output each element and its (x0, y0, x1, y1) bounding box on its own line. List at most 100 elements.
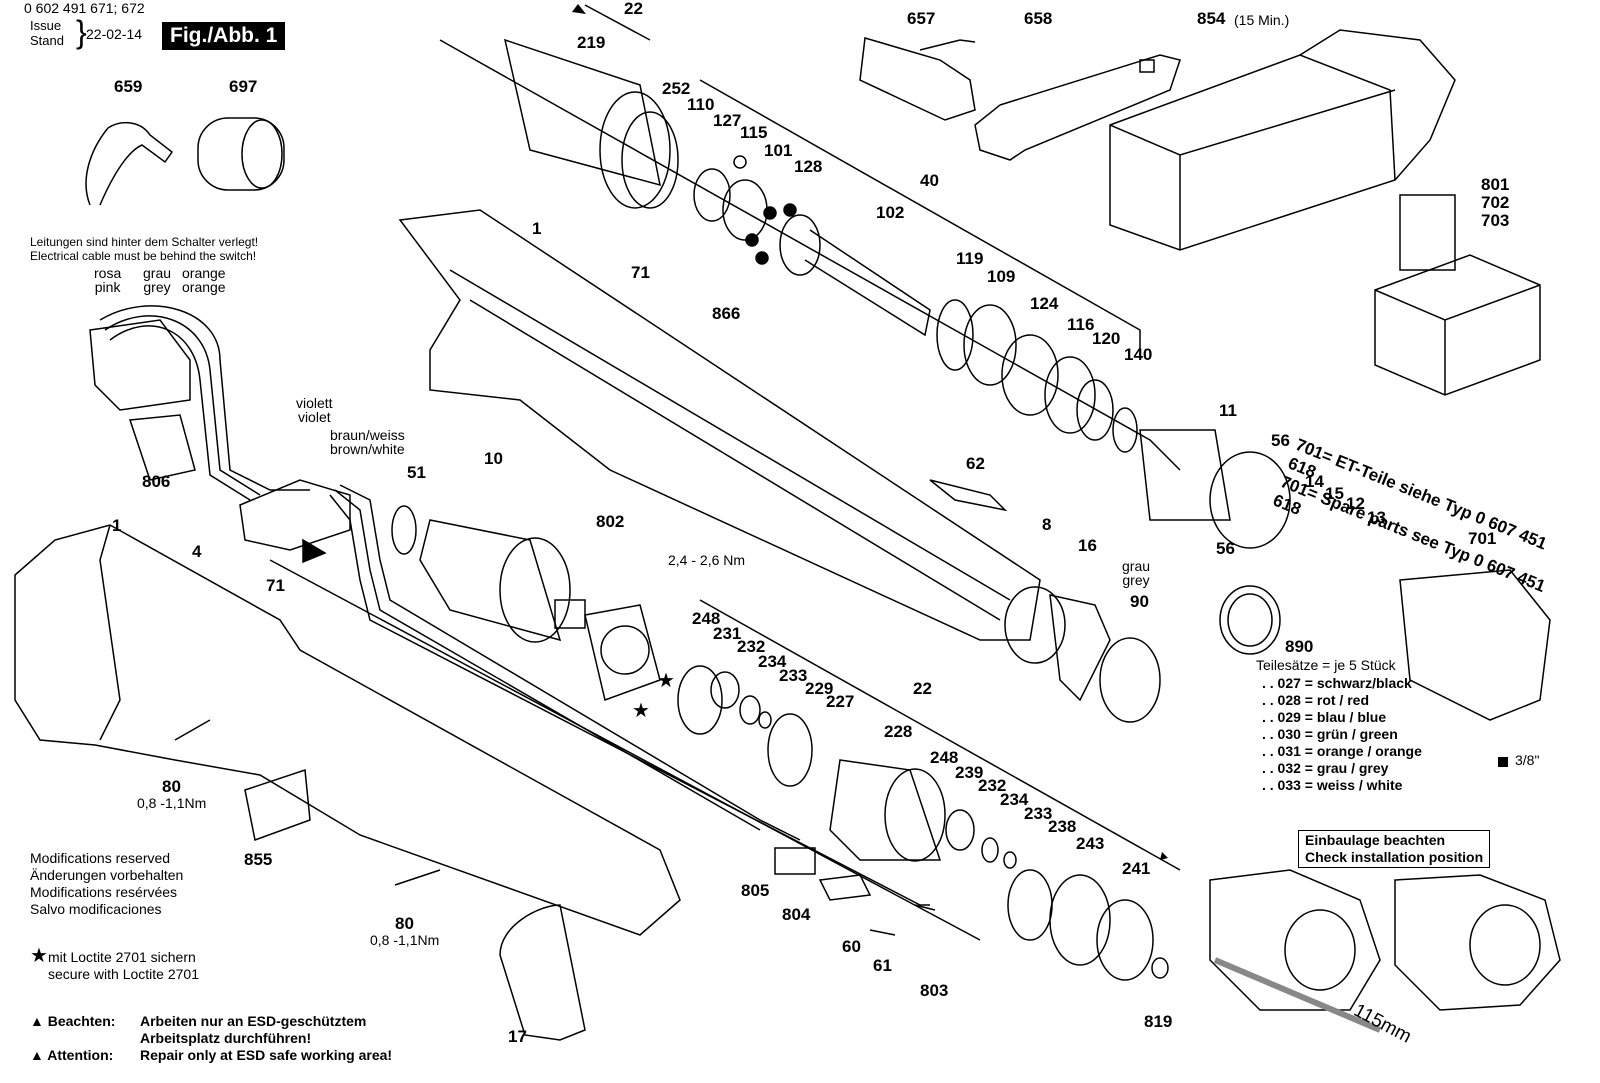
esd-en-label: Attention: (47, 1047, 114, 1063)
kit-line: . . 030 = grün / green (1262, 726, 1398, 742)
part-callout: 238 (1048, 817, 1077, 836)
wire-orange-en: orange (182, 279, 226, 295)
mods-line: Modifications reserved (30, 850, 171, 866)
wire-rosa: rosa (94, 265, 122, 281)
part-callout: 109 (987, 267, 1016, 286)
issue-date: 22-02-14 (86, 26, 143, 42)
part-callout: 802 (596, 512, 625, 531)
part-callout: 128 (794, 157, 823, 176)
document-code: 0 602 491 671; 672 (24, 0, 145, 16)
wire-grau: grau (143, 265, 172, 281)
part-callout: 697 (229, 77, 258, 96)
part-callout: 8 (1042, 515, 1052, 534)
part-callout: 232 (737, 637, 766, 656)
part-callout: 13 (1367, 508, 1386, 527)
part-callout: 17 (508, 1027, 527, 1046)
loctite-note: ★mit Loctite 2701 sichern secure with Lo… (30, 946, 199, 983)
esd-de-2: Arbeitsplatz durchführen! (140, 1030, 312, 1046)
part-callout: 819 (1144, 1012, 1173, 1031)
wire-pink: pink (94, 279, 121, 295)
part-callout: 56 (1271, 431, 1290, 450)
part-callout: 241 (1122, 859, 1151, 878)
kit-color-list: . . 027 = schwarz/black . . 028 = rot / … (1262, 675, 1422, 794)
part-callout: 231 (713, 624, 742, 643)
kit-line: . . 032 = grau / grey (1262, 760, 1389, 776)
install-position-box: Einbaulage beachten Check installation p… (1298, 830, 1491, 868)
part-callout: 119 (956, 249, 984, 268)
wire-label-grey: grau grey (143, 266, 171, 294)
part-callout: 110 (687, 95, 715, 114)
part-callout: 60 (842, 937, 861, 956)
part-callout: 234 (1000, 790, 1029, 809)
part-callout: 1 (532, 219, 542, 238)
wire-label-pink: rosa pink (94, 266, 121, 294)
part-callout: 102 (876, 203, 905, 222)
part-callout: 71 (266, 576, 285, 595)
wire-orange-de: orange (182, 265, 226, 281)
part-callout: 804 (782, 905, 811, 924)
part-callout: 116 (1067, 315, 1095, 334)
wire-grey: grey (143, 279, 171, 295)
star-icon: ★ (632, 700, 650, 722)
part-callout: 232 (978, 776, 1007, 795)
warning-triangle-icon: ▲ (30, 1013, 48, 1029)
wire-label-brownwhite: braun/weiss brown/white (330, 428, 405, 456)
wire-braunweiss: braun/weiss (330, 427, 405, 443)
charger-time: (15 Min.) (1234, 12, 1290, 28)
loctite-en: secure with Loctite 2701 (48, 966, 199, 982)
part-callout: 233 (779, 666, 808, 685)
part-callout: 248 (930, 748, 959, 767)
part-callout: 866 (712, 304, 741, 323)
esd-de-label: Beachten: (47, 1013, 116, 1029)
part-callout: 806 (142, 472, 171, 491)
part-callout: 854 (1197, 9, 1226, 28)
part-callout: 127 (713, 111, 742, 130)
part-callout: 10 (484, 449, 503, 468)
part-callout: 22 (624, 0, 643, 18)
part-callout: 801 (1481, 175, 1510, 194)
part-callout: 62 (966, 454, 985, 473)
wire-label-grey-90: grau grey (1122, 559, 1150, 587)
cable-note-de: Leitungen sind hinter dem Schalter verle… (30, 235, 259, 249)
install-de: Einbaulage beachten (1305, 832, 1446, 848)
part-callout: 80 (162, 777, 181, 796)
part-callout: 11 (1219, 401, 1237, 420)
part-callout: 4 (192, 542, 202, 561)
kit-title: Teilesätze = je 5 Stück (1256, 657, 1396, 673)
mods-line: Salvo modificaciones (30, 901, 162, 917)
part-callout: 22 (913, 679, 932, 698)
wire-label-violet: violett violet (296, 396, 333, 424)
esd-en: Repair only at ESD safe working area! (140, 1047, 393, 1063)
wire-violett: violett (296, 395, 333, 411)
part-callout: 805 (741, 881, 770, 900)
stand-text: Stand (30, 33, 64, 48)
part-callout: 71 (631, 263, 650, 282)
part-callout: 15 (1325, 484, 1344, 503)
part-callout: 101 (764, 141, 793, 160)
brace-glyph: } (76, 14, 87, 50)
esd-de-1: Arbeiten nur an ESD-geschütztem (140, 1013, 367, 1029)
part-callout: 233 (1024, 804, 1053, 823)
part-callout: 61 (873, 956, 892, 975)
part-callout: 120 (1092, 329, 1121, 348)
star-icon: ★ (657, 670, 675, 692)
wire-violet: violet (297, 409, 331, 425)
issue-text: Issue (30, 18, 62, 33)
part-callout: 248 (692, 609, 721, 628)
part-callout: 703 (1481, 211, 1510, 230)
part-callout: 702 (1481, 193, 1510, 212)
part-callout: 16 (1078, 536, 1097, 555)
torque-label: 0,8 -1,1Nm (370, 932, 440, 948)
part-callout: 14 (1305, 472, 1324, 491)
loctite-de: mit Loctite 2701 sichern (47, 949, 196, 965)
part-callout: 115 (740, 123, 768, 142)
part-callout: 80 (395, 914, 414, 933)
figure-badge: Fig./Abb. 1 (162, 22, 286, 50)
esd-warning: ▲ Beachten: Arbeiten nur an ESD-geschützt… (30, 1013, 392, 1064)
modifications-note: Modifications reserved Änderungen vorbeh… (30, 850, 183, 918)
part-callout: 227 (826, 692, 855, 711)
part-callout: 40 (920, 171, 939, 190)
part-callout: 658 (1024, 9, 1053, 28)
torque-label: 0,8 -1,1Nm (137, 795, 207, 811)
